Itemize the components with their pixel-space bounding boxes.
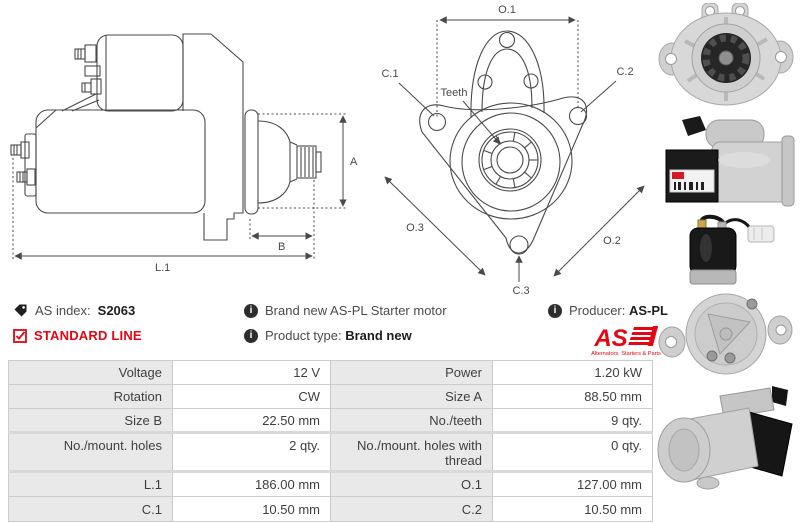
dim-o3-label: O.3 <box>406 222 424 234</box>
solenoid-photo[interactable] <box>668 214 780 292</box>
spec-label: C.1 <box>8 496 173 522</box>
spec-value: CW <box>172 384 331 409</box>
dim-c2-label: C.2 <box>616 66 633 78</box>
info-icon: i <box>244 328 258 343</box>
dim-o2-label: O.2 <box>603 235 621 247</box>
spec-label: O.1 <box>330 470 493 497</box>
standard-line-label: STANDARD LINE <box>34 328 142 343</box>
spec-label: Rotation <box>8 384 173 409</box>
spec-value: 10.50 mm <box>492 496 653 522</box>
dim-o1-label: O.1 <box>498 4 516 16</box>
starter-rear-cover-photo[interactable] <box>656 292 796 376</box>
spec-label: Power <box>330 360 493 385</box>
info-icon: i <box>244 303 258 318</box>
spec-label: Size B <box>8 408 173 433</box>
spec-table: Voltage 12 V Power 1.20 kW Rotation CW S… <box>8 360 653 522</box>
spec-value: 1.20 kW <box>492 360 653 385</box>
producer-row: i Producer: AS-PL <box>548 303 668 318</box>
dim-l1-label: L.1 <box>155 262 170 274</box>
front-view-technical-drawing: O.1 C.1 C.2 Teeth O.3 O.2 C.3 <box>381 4 645 297</box>
starter-front-flange-photo[interactable] <box>658 3 794 110</box>
spec-value: 0 qty. <box>492 431 653 472</box>
starter-side-outline <box>10 33 322 241</box>
logo-tagline: Alternators. Starters & Parts <box>591 351 661 357</box>
spec-row-l1-o1: L.1 186.00 mm O.1 127.00 mm <box>8 470 653 497</box>
mount-hole-c3 <box>509 235 529 255</box>
spec-label: Size A <box>330 384 493 409</box>
spec-label: L.1 <box>8 470 173 497</box>
spec-row-voltage-power: Voltage 12 V Power 1.20 kW <box>8 360 653 385</box>
dim-c1-label: C.1 <box>381 68 398 80</box>
spec-row-rotation-sizea: Rotation CW Size A 88.50 mm <box>8 384 653 409</box>
spec-label: No./teeth <box>330 408 493 433</box>
starter-side-photo[interactable] <box>654 114 800 210</box>
spec-label: No./mount. holes with thread <box>330 431 493 472</box>
description-row: i Brand new AS-PL Starter motor <box>244 303 447 318</box>
producer-label: Producer: <box>569 303 626 318</box>
spec-value: 9 qty. <box>492 408 653 433</box>
teeth-label: Teeth <box>441 87 468 99</box>
mount-hole-c1 <box>427 112 447 132</box>
as-index-value: S2063 <box>97 303 136 318</box>
front-view-dimensions <box>384 16 645 282</box>
spec-row-mount-holes: No./mount. holes 2 qty. No./mount. holes… <box>8 431 653 472</box>
as-index-row: AS index: S2063 <box>13 303 135 318</box>
spec-label: No./mount. holes <box>8 431 173 472</box>
spec-value: 127.00 mm <box>492 470 653 497</box>
spec-value: 186.00 mm <box>172 470 331 497</box>
spec-value: 12 V <box>172 360 331 385</box>
logo-text: AS <box>593 325 627 352</box>
check-square-icon <box>13 328 27 343</box>
product-type-value: Brand new <box>345 328 412 343</box>
spec-value: 10.50 mm <box>172 496 331 522</box>
as-pl-logo: AS Alternators. Starters & Parts <box>591 325 661 357</box>
tag-icon <box>14 304 27 317</box>
spec-value: 22.50 mm <box>172 408 331 433</box>
side-view-technical-drawing: A B L.1 <box>10 33 358 274</box>
spec-label: C.2 <box>330 496 493 522</box>
dim-a-label: A <box>350 156 358 168</box>
dim-c3-label: C.3 <box>512 285 529 297</box>
starter-angled-photo[interactable] <box>654 380 800 492</box>
starter-front-outline <box>419 30 588 255</box>
product-type-label: Product type: <box>265 328 342 343</box>
standard-line-row: STANDARD LINE <box>13 328 142 343</box>
product-description: Brand new AS-PL Starter motor <box>265 303 447 318</box>
producer-value: AS-PL <box>629 303 668 318</box>
info-icon: i <box>548 303 562 318</box>
spec-label: Voltage <box>8 360 173 385</box>
side-view-dimensions <box>12 113 348 261</box>
product-type-row: i Product type: Brand new <box>244 328 412 343</box>
spec-value: 88.50 mm <box>492 384 653 409</box>
spec-value: 2 qty. <box>172 431 331 472</box>
as-index-label: AS index: <box>35 303 91 318</box>
spec-row-sizeb-teeth: Size B 22.50 mm No./teeth 9 qty. <box>8 408 653 433</box>
dim-b-label: B <box>278 241 285 253</box>
spec-row-c1-c2: C.1 10.50 mm C.2 10.50 mm <box>8 496 653 522</box>
